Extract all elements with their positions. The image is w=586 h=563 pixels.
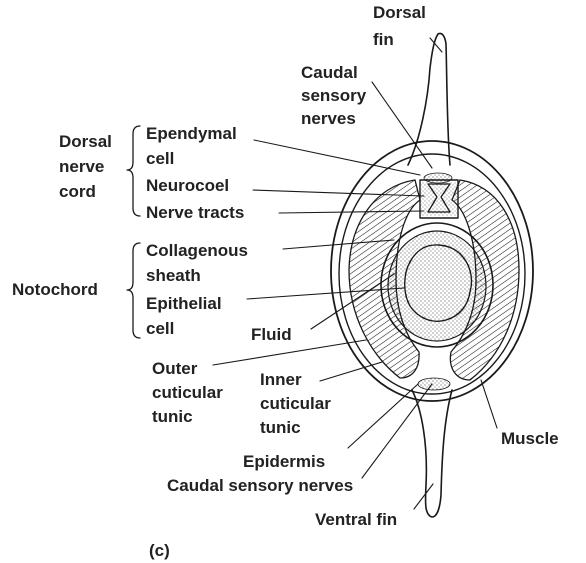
label-neurocoel: Neurocoel	[146, 176, 229, 195]
label-notochord: Notochord	[12, 280, 98, 299]
nerve-tracts-stipple	[421, 182, 457, 216]
ventral-fin	[412, 390, 452, 517]
label-dorsal-fin: Dorsal fin	[373, 3, 431, 49]
panel-label: (c)	[149, 541, 170, 560]
label-nerve-tracts: Nerve tracts	[146, 203, 244, 222]
label-epithelial-cell: Epithelial cell	[146, 294, 226, 338]
label-outer-cuticular-tunic: Outer cuticular tunic	[152, 359, 228, 426]
dorsal-nerve-cord-brace	[127, 126, 140, 216]
label-dorsal-nerve-cord: Dorsal nerve cord	[59, 132, 117, 201]
label-caudal-sensory-nerves-top: Caudal sensory nerves	[301, 63, 371, 128]
caudal-sensory-nerves-dorsal	[424, 173, 452, 183]
label-caudal-sensory-nerves-bottom: Caudal sensory nerves	[167, 476, 353, 495]
label-ventral-fin: Ventral fin	[315, 510, 397, 529]
dorsal-fin	[408, 33, 450, 165]
label-collagenous-sheath: Collagenous sheath	[146, 241, 253, 285]
caudal-sensory-nerves-ventral	[418, 378, 450, 390]
label-ependymal-cell: Ependymal cell	[146, 124, 241, 168]
label-muscle: Muscle	[501, 429, 559, 448]
label-fluid: Fluid	[251, 325, 292, 344]
notochord-brace	[127, 243, 140, 338]
label-epidermis: Epidermis	[243, 452, 325, 471]
